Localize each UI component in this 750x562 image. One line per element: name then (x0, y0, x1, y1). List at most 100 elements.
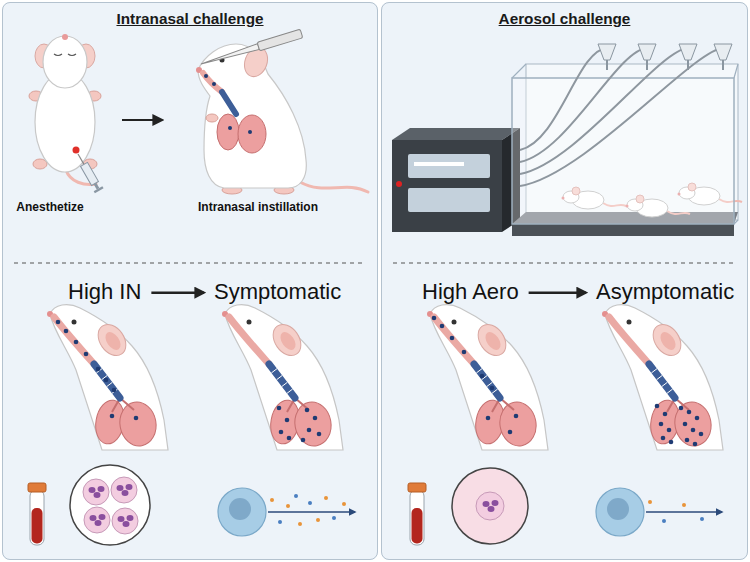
lung-deposition-mouse (267, 319, 306, 361)
syringe (78, 154, 84, 164)
lung-deposition-mouse (669, 440, 674, 445)
cytokine-secreting-cell (700, 517, 704, 521)
blood-tube (412, 508, 423, 544)
cytokine-secreting-cell (218, 488, 355, 536)
lung-deposition-mouse (691, 428, 696, 433)
lung-deposition-mouse (277, 375, 283, 379)
neutrophil (84, 507, 110, 533)
divider-line (393, 262, 736, 263)
lung-deposition-mouse (655, 404, 660, 409)
lung-deposition-mouse (64, 329, 69, 334)
panel-heading: Intranasal challenge (3, 10, 377, 28)
lung-deposition-mouse (277, 406, 282, 411)
aerosol-tubing (520, 48, 723, 186)
cytokine-secreting-cell (218, 488, 266, 536)
lung-deposition-mouse (277, 329, 298, 352)
lung-deposition-mouse (627, 320, 632, 325)
outcome-label: Asymptomatic (596, 279, 734, 304)
lung-deposition-mouse (476, 369, 482, 373)
instillation-mouse (198, 44, 306, 188)
neutrophil (94, 492, 101, 498)
aerosol-tubing (722, 60, 724, 70)
anesthetized-mouse (29, 34, 104, 193)
lung-deposition-mouse (305, 408, 310, 413)
lung-deposition-mouse (102, 329, 123, 352)
lung-deposition-mouse (307, 428, 312, 433)
lung-deposition-mouse (430, 305, 548, 450)
lung-deposition-mouse (695, 416, 700, 421)
lung-deposition-mouse (662, 382, 668, 386)
cytokine-secreting-cell (294, 494, 298, 498)
lung-deposition-mouse (110, 414, 115, 419)
neutrophil (112, 508, 138, 534)
aerosol-tubing (606, 60, 608, 70)
lung-deposition-mouse (427, 305, 548, 450)
blood-smear (452, 468, 528, 544)
cytokine-secreting-cell (229, 498, 251, 520)
lung-deposition-mouse (279, 430, 284, 435)
nebulizer (392, 140, 502, 232)
step-arrow (122, 119, 162, 121)
cytokine-secreting-cell (682, 503, 686, 507)
instillation-mouse (217, 114, 239, 150)
instillation-mouse (212, 82, 216, 86)
lung-deposition-mouse (685, 438, 690, 443)
lung-deposition-mouse (609, 317, 649, 364)
lung-deposition-mouse (679, 406, 684, 411)
lung-deposition-mouse (56, 320, 61, 325)
lung-deposition-mouse (663, 412, 668, 417)
lung-deposition-mouse (605, 305, 723, 450)
instillation-mouse (222, 92, 236, 114)
lung-deposition-mouse (282, 382, 288, 386)
anesthetized-mouse (54, 54, 76, 56)
outcome-arrow (529, 291, 586, 294)
cytokine-secreting-cell (646, 511, 722, 513)
neutrophil (122, 490, 129, 496)
lung-deposition-mouse (649, 364, 675, 398)
lung-deposition-mouse (432, 316, 437, 321)
lung-deposition-mouse (657, 375, 663, 379)
lung-deposition-mouse (472, 319, 511, 361)
instillation-mouse (206, 114, 218, 122)
lung-deposition-mouse (74, 340, 79, 345)
nebulizer (408, 188, 490, 212)
lung-deposition-mouse (667, 428, 672, 433)
neutrophil (111, 477, 137, 503)
cytokine-secreting-cell (268, 511, 355, 513)
neutrophil (99, 514, 106, 520)
blood-tube (28, 483, 46, 492)
cytokine-secreting-cell (648, 500, 652, 504)
neutrophil (117, 485, 124, 491)
blood-tube (30, 490, 44, 545)
lung-deposition-mouse (291, 399, 334, 449)
aerosol-tubing (598, 44, 616, 60)
syringe (74, 152, 104, 194)
lung-deposition-mouse (84, 352, 89, 357)
lung-deposition-mouse (313, 416, 318, 421)
divider-line (14, 262, 366, 263)
illustrations (14, 29, 742, 545)
step-label: Anesthetize (16, 201, 83, 215)
neutrophil (483, 501, 490, 507)
lung-deposition-mouse (47, 305, 168, 450)
lung-deposition-mouse (134, 416, 139, 421)
lung-deposition-mouse (496, 399, 539, 449)
cytokine-secreting-cell (298, 522, 302, 526)
aerosol-tubing (679, 44, 697, 60)
lung-deposition-mouse (287, 398, 309, 412)
lung-deposition-mouse (317, 432, 322, 437)
lung-deposition-mouse (482, 329, 503, 352)
aerosol-tubing (646, 60, 648, 70)
pipette (200, 44, 259, 67)
lung-deposition-mouse (667, 389, 673, 393)
lung-deposition-mouse (508, 430, 513, 435)
cytokine-secreting-cell (308, 501, 312, 505)
lung-deposition-mouse (104, 378, 109, 383)
blood-smear (70, 465, 150, 545)
instillation-mouse (248, 130, 252, 134)
aerosol-tubing (520, 48, 647, 162)
lung-deposition-mouse (480, 374, 485, 379)
lung-deposition-mouse (112, 398, 134, 412)
syringe (94, 186, 104, 193)
